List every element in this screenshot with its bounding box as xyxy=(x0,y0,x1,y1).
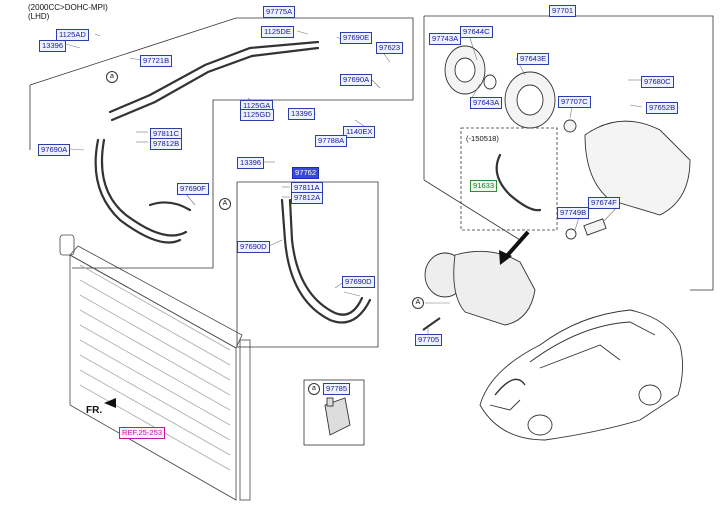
part-label-97721B[interactable]: 97721B xyxy=(140,55,173,67)
part-label-97690D-left[interactable]: 97690D xyxy=(237,241,270,253)
callout-A-hose: A xyxy=(219,198,231,210)
part-label-1125DE[interactable]: 1125DE xyxy=(261,26,294,38)
reference-link-25-253[interactable]: REF.25-253 xyxy=(119,427,166,439)
part-label-13396-mid[interactable]: 13396 xyxy=(288,108,316,120)
part-label-97690A-left[interactable]: 97690A xyxy=(38,144,71,156)
part-label-97623[interactable]: 97623 xyxy=(376,42,404,54)
part-label-97674F[interactable]: 97674F xyxy=(588,197,620,209)
callout-a-inset: a xyxy=(308,383,320,395)
drive-side-heading: (LHD) xyxy=(28,12,50,21)
part-label-97705[interactable]: 97705 xyxy=(415,334,443,346)
part-label-97680C[interactable]: 97680C xyxy=(641,76,674,88)
part-label-97812B[interactable]: 97812B xyxy=(150,138,183,150)
part-label-97762-highlighted[interactable]: 97762 xyxy=(292,167,320,179)
part-label-97785[interactable]: 97785 xyxy=(323,383,351,395)
part-label-97690A-top[interactable]: 97690A xyxy=(340,74,373,86)
part-label-97743A[interactable]: 97743A xyxy=(429,33,462,45)
part-label-1125AD[interactable]: 1125AD xyxy=(56,29,89,41)
part-label-97788A[interactable]: 97788A xyxy=(315,135,348,147)
part-label-97775A[interactable]: 97775A xyxy=(263,6,296,18)
part-label-97812A[interactable]: 97812A xyxy=(291,192,324,204)
callout-a-upper: a xyxy=(106,71,118,83)
part-label-97749B[interactable]: 97749B xyxy=(557,207,590,219)
part-label-97707C[interactable]: 97707C xyxy=(558,96,591,108)
part-label-1125GD[interactable]: 1125GD xyxy=(240,109,274,121)
callout-A-compressor: A xyxy=(412,297,424,309)
production-date-range: (-150518) xyxy=(466,134,499,143)
part-label-97690E[interactable]: 97690E xyxy=(340,32,373,44)
part-label-97643E[interactable]: 97643E xyxy=(517,53,550,65)
part-label-97690D-right[interactable]: 97690D xyxy=(342,276,375,288)
part-label-97701[interactable]: 97701 xyxy=(549,5,577,17)
front-direction-label: FR. xyxy=(86,405,103,416)
part-label-97652B[interactable]: 97652B xyxy=(646,102,679,114)
part-label-91633[interactable]: 91633 xyxy=(470,180,498,192)
part-label-13396-low[interactable]: 13396 xyxy=(237,157,265,169)
part-label-97644C[interactable]: 97644C xyxy=(460,26,493,38)
engine-spec-heading: (2000CC>DOHC-MPI) xyxy=(28,3,108,12)
part-label-97690F[interactable]: 97690F xyxy=(177,183,209,195)
part-label-13396-top[interactable]: 13396 xyxy=(39,40,67,52)
part-label-1140EX[interactable]: 1140EX xyxy=(343,126,376,138)
part-label-97643A[interactable]: 97643A xyxy=(470,97,503,109)
